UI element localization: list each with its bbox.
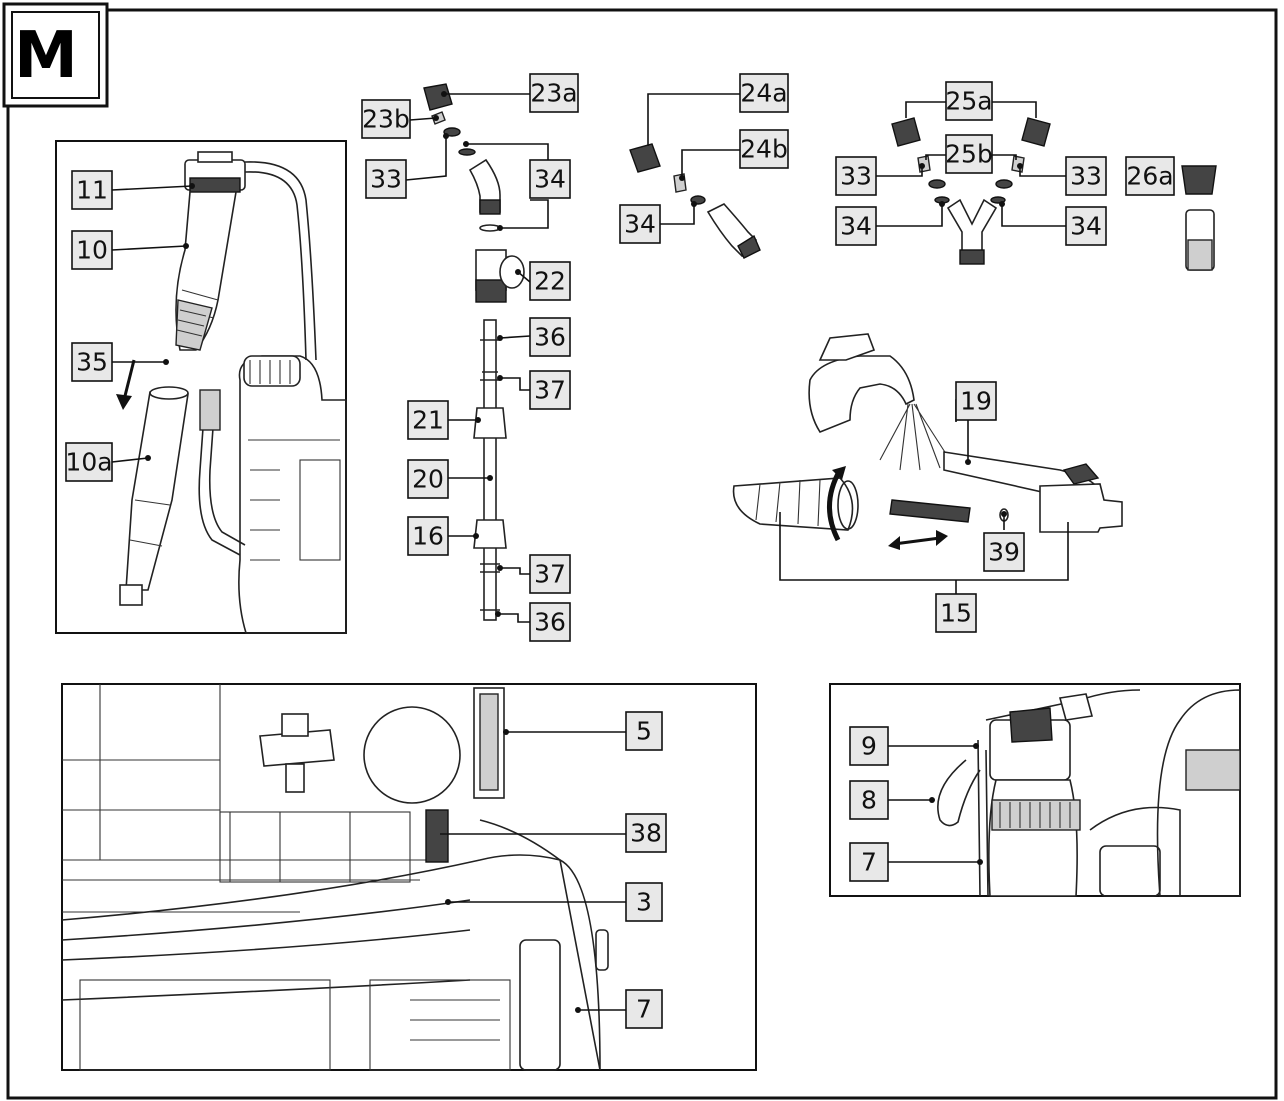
label-37: 37 — [529, 554, 571, 594]
svg-text:23b: 23b — [362, 105, 410, 134]
svg-text:36: 36 — [534, 323, 566, 352]
svg-text:34: 34 — [1070, 212, 1102, 241]
label-10: 10 — [71, 230, 113, 270]
label-15: 15 — [935, 593, 977, 633]
label-21: 21 — [407, 400, 449, 440]
label-23b: 23b — [361, 99, 411, 139]
svg-text:8: 8 — [861, 786, 877, 815]
hose-clip-panel — [829, 683, 1241, 897]
svg-text:11: 11 — [76, 176, 108, 205]
label-20: 20 — [407, 459, 449, 499]
svg-text:35: 35 — [76, 348, 108, 377]
handle-group — [732, 333, 1123, 550]
label-7: 7 — [625, 989, 663, 1029]
leader-dots — [145, 91, 1023, 1013]
svg-text:24b: 24b — [740, 135, 788, 164]
label-34: 34 — [835, 206, 877, 246]
label-25b: 25b — [945, 134, 993, 174]
svg-text:38: 38 — [630, 819, 662, 848]
svg-text:21: 21 — [412, 406, 444, 435]
label-10a: 10a — [65, 442, 113, 482]
svg-text:10a: 10a — [65, 448, 112, 477]
svg-text:33: 33 — [840, 162, 872, 191]
label-39: 39 — [983, 532, 1025, 572]
svg-text:25b: 25b — [945, 140, 993, 169]
svg-text:37: 37 — [534, 560, 566, 589]
label-16: 16 — [407, 516, 449, 556]
label-7: 7 — [849, 842, 889, 882]
label-34: 34 — [529, 159, 571, 199]
label-26a: 26a — [1125, 156, 1175, 196]
filter-panel — [55, 140, 347, 634]
svg-text:7: 7 — [861, 848, 877, 877]
svg-text:24a: 24a — [740, 79, 787, 108]
svg-text:15: 15 — [940, 599, 972, 628]
label-25a: 25a — [945, 81, 993, 121]
leader-lines — [111, 93, 1069, 1011]
label-33: 33 — [365, 159, 407, 199]
svg-text:26a: 26a — [1126, 162, 1173, 191]
svg-text:7: 7 — [636, 995, 652, 1024]
svg-text:33: 33 — [370, 165, 402, 194]
label-3: 3 — [625, 882, 663, 922]
label-34: 34 — [1065, 206, 1107, 246]
svg-text:19: 19 — [960, 387, 992, 416]
svg-text:22: 22 — [534, 267, 566, 296]
label-9: 9 — [849, 726, 889, 766]
panel-letter-box: M — [2, 2, 109, 108]
svg-text:20: 20 — [412, 465, 444, 494]
svg-text:10: 10 — [76, 236, 108, 265]
svg-text:5: 5 — [636, 717, 652, 746]
label-11: 11 — [71, 170, 113, 210]
svg-text:34: 34 — [534, 165, 566, 194]
label-22: 22 — [529, 261, 571, 301]
label-23a: 23a — [529, 73, 579, 113]
svg-text:33: 33 — [1070, 162, 1102, 191]
label-36: 36 — [529, 317, 571, 357]
label-33: 33 — [835, 156, 877, 196]
faucet-icon — [808, 333, 951, 471]
svg-text:34: 34 — [840, 212, 872, 241]
slide-arrow-icon — [888, 530, 948, 550]
page-frame — [6, 8, 1278, 1100]
svg-text:16: 16 — [412, 522, 444, 551]
svg-text:39: 39 — [988, 538, 1020, 567]
svg-text:3: 3 — [636, 888, 652, 917]
label-5: 5 — [625, 711, 663, 751]
svg-text:25a: 25a — [945, 87, 992, 116]
label-35: 35 — [71, 342, 113, 382]
svg-text:9: 9 — [861, 732, 877, 761]
svg-text:37: 37 — [534, 376, 566, 405]
panel-letter: M — [14, 19, 78, 93]
label-34: 34 — [619, 204, 661, 244]
label-24a: 24a — [739, 73, 789, 113]
removal-arrow-icon — [116, 359, 136, 410]
label-37: 37 — [529, 370, 571, 410]
label-8: 8 — [849, 780, 889, 820]
rotate-arrow-icon — [827, 466, 846, 542]
label-33: 33 — [1065, 156, 1107, 196]
label-19: 19 — [955, 381, 997, 421]
svg-text:23a: 23a — [530, 79, 577, 108]
svg-text:36: 36 — [534, 608, 566, 637]
nozzle-24-group — [629, 143, 761, 259]
label-36: 36 — [529, 602, 571, 642]
svg-text:34: 34 — [624, 210, 656, 239]
label-38: 38 — [625, 813, 667, 853]
label-24b: 24b — [739, 129, 789, 169]
